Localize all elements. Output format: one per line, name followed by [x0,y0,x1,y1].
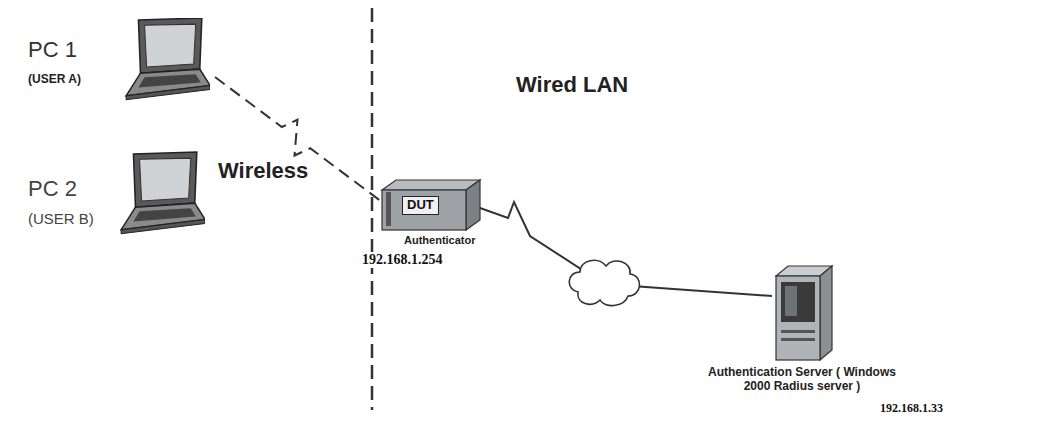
node-title: PC 2 [28,176,77,201]
node-text: (USER A) [28,73,81,87]
client-laptop: PC 2 (USER B) [20,150,210,248]
laptop-icon [126,18,210,100]
node-text: 192.168.1.33 [880,402,943,416]
server-tower [776,266,832,360]
laptop-icon [121,152,205,234]
node-text: 192.168.1.254 [360,252,445,268]
node-title: DUT [402,196,439,215]
node-text: Authenticator [404,234,476,247]
client-laptop: PC 1 (USER A) [20,15,215,110]
network-cloud [569,260,639,305]
node-title: Authentication Server ( Windows 2000 Rad… [702,366,902,394]
wireless-link [215,77,382,202]
link-label: Wired LAN [516,72,628,98]
authenticator-device: DUTAuthenticator192.168.1.254 [382,182,480,230]
boundary-line [371,8,374,410]
node-text: (USER B) [28,210,94,227]
link-label: Wireless [218,158,308,184]
access-point-device [382,180,480,230]
authentication-server: Authentication Server ( Windows 2000 Rad… [772,266,834,362]
node-title: PC 1 [28,37,77,62]
